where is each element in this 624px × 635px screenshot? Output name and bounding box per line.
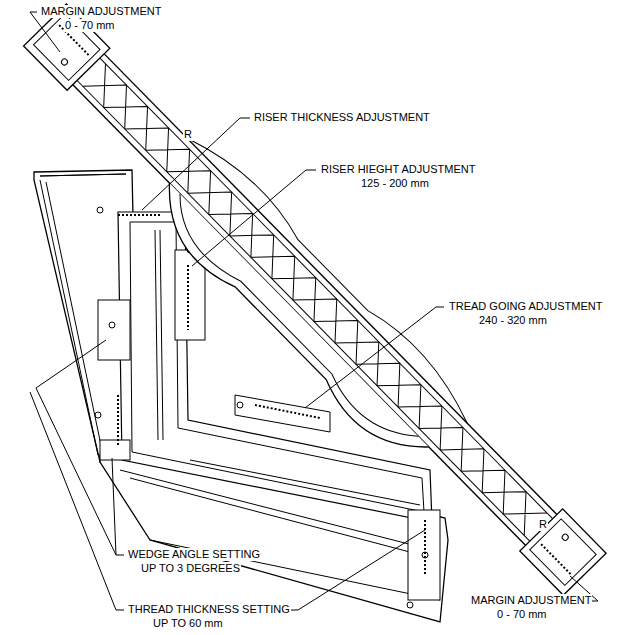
dimension: UP TO 3 DEGREES <box>140 562 241 575</box>
part-label: RISER HIEGHT ADJUSTMENT <box>320 163 476 176</box>
part-label: RISER THICKNESS ADJUSTMENT <box>253 111 431 124</box>
dimension: 0 - 70 mm <box>496 608 548 621</box>
part-label: TREAD GOING ADJUSTMENT <box>448 300 603 313</box>
dimension: UP TO 60 mm <box>152 617 224 630</box>
part-label: MARGIN ADJUSTMENT <box>40 5 162 18</box>
dimension: 0 - 70 mm <box>64 19 116 32</box>
dimension: 125 - 200 mm <box>360 177 430 190</box>
side-mark: R <box>183 128 193 141</box>
part-label: MARGIN ADJUSTMENT <box>470 594 592 607</box>
part-label: WEDGE ANGLE SETTING <box>127 548 261 561</box>
dimension: 240 - 320 mm <box>478 314 548 327</box>
side-mark: R <box>538 518 548 531</box>
part-label: THREAD THICKNESS SETTING <box>127 603 291 616</box>
